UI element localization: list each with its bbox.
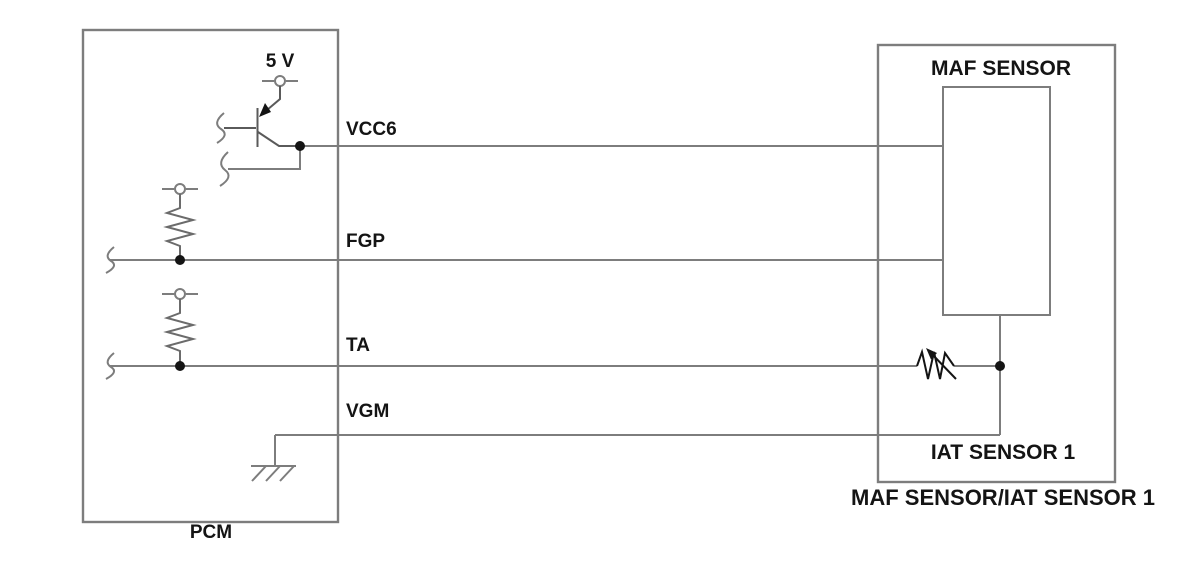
transistor-collector [257, 131, 300, 147]
resistor-icon [163, 299, 197, 366]
junction-dot [175, 361, 185, 371]
junction-dot [175, 255, 185, 265]
pin-label-vgm: VGM [346, 401, 390, 422]
pullup-resistor-ta [162, 288, 198, 366]
wire-break-squiggle-icon [216, 112, 226, 144]
pcm-label: PCM [189, 522, 233, 543]
thermistor-arrow-icon [926, 348, 937, 360]
emitter-arrow-icon [259, 103, 271, 117]
thermistor-zigzag [916, 348, 955, 380]
supply-5v-label: 5 V [265, 51, 295, 72]
supply-terminal-5v [262, 75, 298, 87]
transistor-emitter [266, 86, 281, 111]
maf-sensor-block [942, 86, 1051, 316]
wire-break-squiggle-icon [105, 246, 116, 274]
wire-break-squiggle-icon [219, 151, 230, 187]
iat-thermistor-icon [916, 348, 957, 380]
pin-label-fgp: FGP [346, 231, 386, 252]
pullup-resistor-fgp [162, 183, 198, 260]
ground-slashes [251, 465, 295, 482]
pnp-transistor-icon [224, 86, 301, 170]
chassis-ground-icon [251, 465, 296, 482]
pcm-box [81, 28, 340, 524]
sensor-box-label: MAF SENSOR/IAT SENSOR 1 [851, 485, 1155, 510]
junction-dot [295, 141, 305, 151]
maf-sensor-label: MAF SENSOR [930, 57, 1072, 80]
wire-break-squiggle-icon [105, 352, 116, 380]
collector-feedback-lead [228, 146, 301, 170]
circle-terminal-icon [174, 183, 186, 195]
pin-label-ta: TA [346, 335, 370, 356]
iat-sensor-label: IAT SENSOR 1 [930, 441, 1076, 464]
resistor-icon [163, 194, 197, 260]
junction-dot [995, 361, 1005, 371]
pin-label-vcc6: VCC6 [346, 119, 397, 140]
sensor-box [876, 43, 1117, 484]
circle-terminal-icon [274, 75, 286, 87]
circle-terminal-icon [174, 288, 186, 300]
